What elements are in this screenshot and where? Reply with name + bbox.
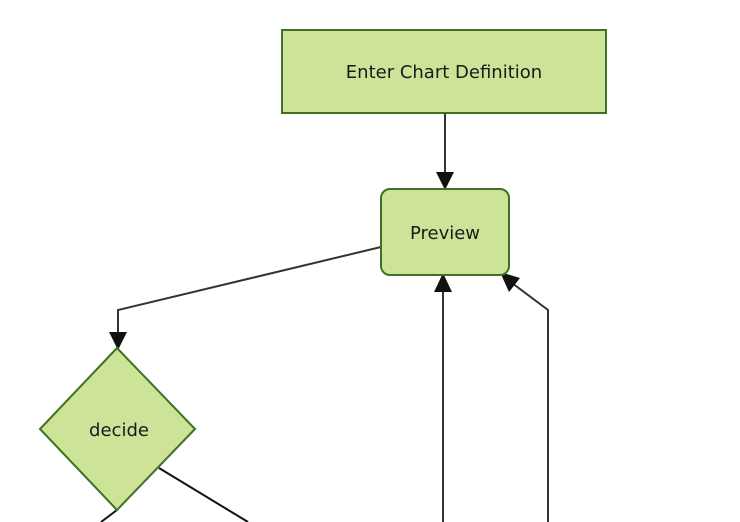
- edge-preview-to-decide[interactable]: [109, 246, 382, 350]
- edge-decide-to-left-line: [100, 509, 118, 522]
- edge-decide-to-right-line: [158, 467, 249, 522]
- arrowhead-up-into-preview-center: [434, 273, 452, 292]
- node-enter-chart-definition[interactable]: Enter Chart Definition: [281, 29, 607, 114]
- arrowhead-upleft-into-preview-right: [500, 272, 520, 292]
- node-enter-chart-definition-label: Enter Chart Definition: [346, 62, 542, 83]
- node-preview[interactable]: Preview: [380, 188, 510, 276]
- node-preview-label: Preview: [410, 223, 480, 244]
- edge-return-right-line: [507, 279, 549, 522]
- node-enter-chart-definition-shape: [281, 29, 607, 114]
- node-decide-shape: [38, 346, 197, 512]
- arrowhead-down-into-decide: [109, 332, 127, 350]
- node-preview-shape: [380, 188, 510, 276]
- edge-return-right-to-preview[interactable]: [500, 272, 549, 522]
- nodes-layer: Enter Chart Definition Preview decide: [38, 29, 607, 512]
- edges-layer: [100, 113, 549, 522]
- edge-decide-to-left[interactable]: [100, 509, 118, 522]
- arrowhead-down-into-preview: [436, 172, 454, 190]
- edge-preview-to-decide-line: [117, 246, 382, 340]
- edge-enter-to-preview[interactable]: [436, 113, 454, 190]
- node-decide-label: decide: [89, 420, 149, 441]
- edge-return-center-to-preview[interactable]: [434, 273, 452, 522]
- node-decide[interactable]: decide: [38, 346, 197, 512]
- edge-decide-to-right[interactable]: [158, 467, 249, 522]
